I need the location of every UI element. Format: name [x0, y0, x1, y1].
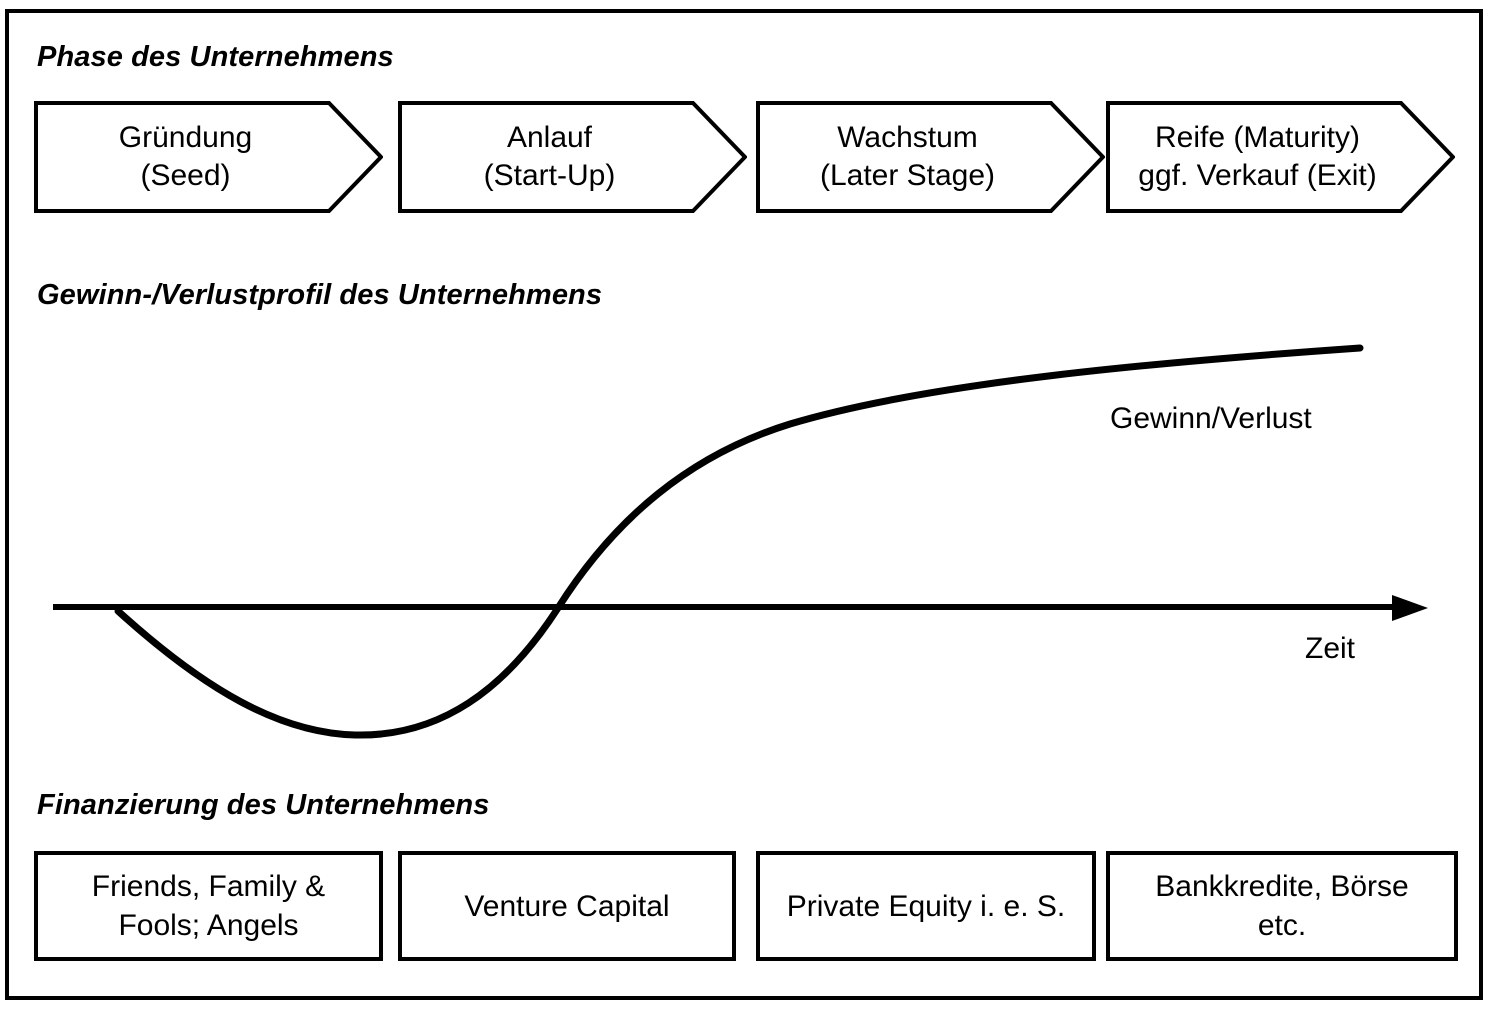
phase-label-line1: Reife (Maturity) [1154, 120, 1361, 154]
phase-chevron-label: Wachstum (Later Stage) [756, 101, 1105, 213]
financing-label-line1: Venture Capital [464, 889, 670, 923]
phase-chevron-row: Gründung (Seed) Anlauf (Start-Up) Wachst… [34, 101, 1455, 215]
financing-label-line1: Bankkredite, Börse [1155, 870, 1409, 903]
chevron-shape-icon [756, 101, 1105, 213]
phase-chevron-anlauf[interactable]: Anlauf (Start-Up) [398, 101, 747, 213]
phase-label-line1: Wachstum [837, 120, 978, 154]
phase-label-line2: ggf. Verkauf (Exit) [1138, 159, 1377, 192]
phase-label-line2: (Seed) [140, 159, 231, 192]
financing-label-line1: Friends, Family & [91, 870, 326, 903]
financing-box-bankkredite-boerse[interactable]: Bankkredite, Börse etc. [1106, 851, 1458, 961]
financing-box-venture-capital[interactable]: Venture Capital [398, 851, 736, 961]
phase-label-line1: Gründung [118, 120, 253, 154]
financing-box-row: Friends, Family & Fools; Angels Venture … [34, 851, 1458, 961]
financing-box-private-equity[interactable]: Private Equity i. e. S. [756, 851, 1096, 961]
finance-section-heading: Finanzierung des Unternehmens [37, 789, 490, 821]
phase-chevron-label: Anlauf (Start-Up) [398, 101, 747, 213]
profile-section-heading: Gewinn-/Verlustprofil des Unternehmens [37, 279, 603, 311]
financing-box-friends-family-fools[interactable]: Friends, Family & Fools; Angels [34, 851, 383, 961]
chevron-shape-icon [1106, 101, 1455, 213]
phase-label-line1: Anlauf [506, 120, 593, 154]
axis-label-zeit: Zeit [1305, 632, 1356, 665]
phase-label-line2: (Later Stage) [819, 159, 996, 192]
phase-chevron-reife[interactable]: Reife (Maturity) ggf. Verkauf (Exit) [1106, 101, 1455, 213]
curve-label-gewinn-verlust: Gewinn/Verlust [1110, 402, 1312, 435]
phase-chevron-label: Reife (Maturity) ggf. Verkauf (Exit) [1106, 101, 1455, 213]
phase-label-line2: (Start-Up) [483, 159, 616, 192]
phase-chevron-wachstum[interactable]: Wachstum (Later Stage) [756, 101, 1105, 213]
financing-label-line2: Fools; Angels [118, 909, 299, 942]
chevron-shape-icon [398, 101, 747, 213]
outer-border [5, 9, 1483, 1000]
phase-section-heading: Phase des Unternehmens [37, 41, 394, 73]
phase-chevron-gruendung[interactable]: Gründung (Seed) [34, 101, 383, 213]
financing-label-line1: Private Equity i. e. S. [786, 889, 1066, 923]
phase-chevron-label: Gründung (Seed) [34, 101, 383, 213]
financing-label-line2: etc. [1257, 909, 1307, 942]
chevron-shape-icon [34, 101, 383, 213]
